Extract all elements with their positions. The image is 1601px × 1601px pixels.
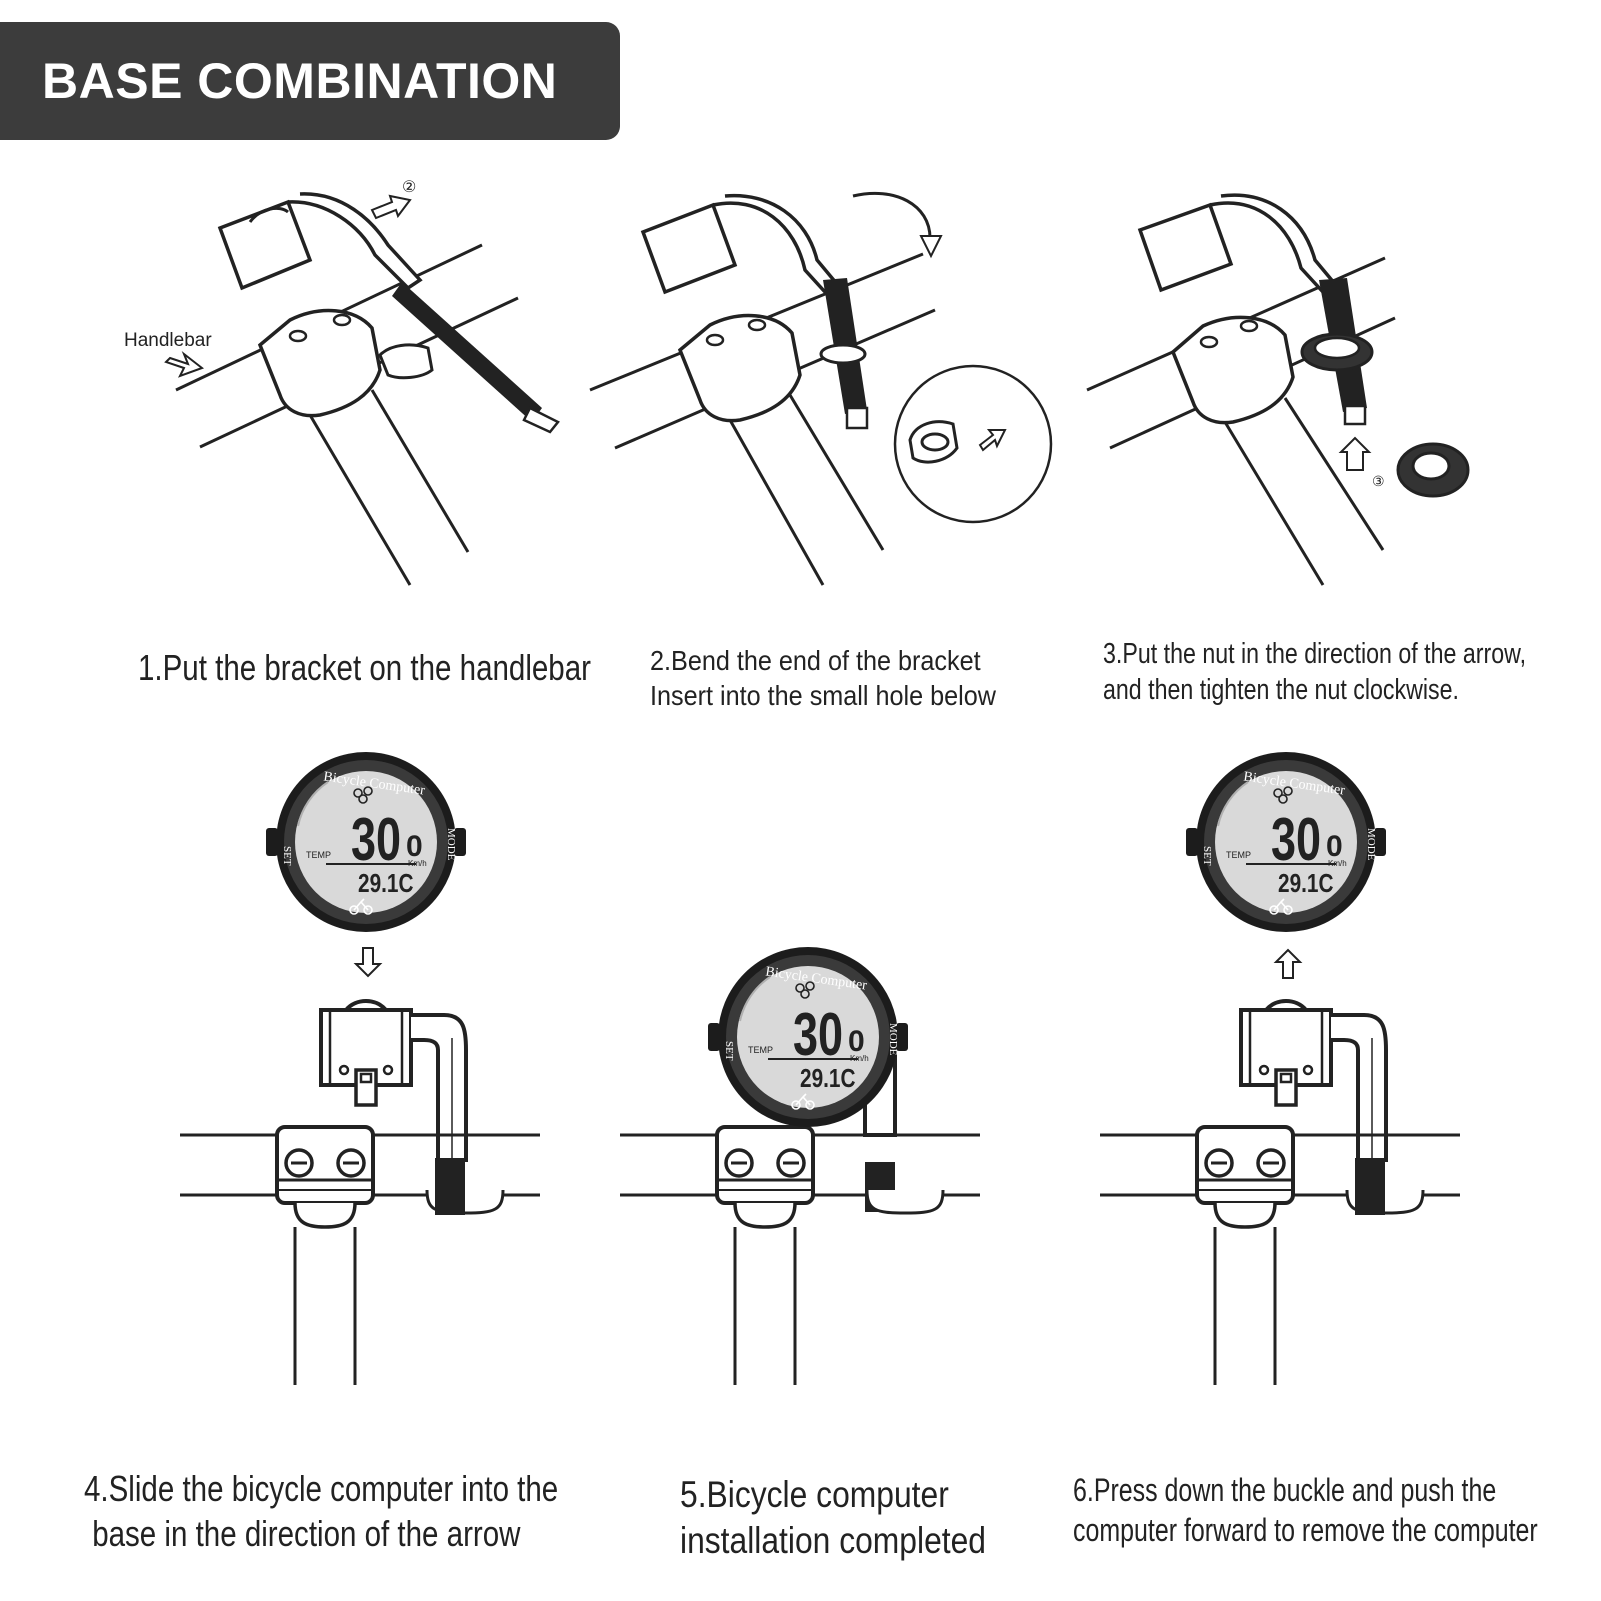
step-1-illustration: Handlebar ②	[124, 179, 560, 586]
svg-text:30: 30	[1271, 807, 1321, 874]
step-6-illustration: Bicycle Computer 30 0 Km/h TEMP 29.1C SE…	[1098, 751, 1462, 1387]
svg-text:30: 30	[793, 1002, 843, 1069]
page-title: BASE COMBINATION	[42, 53, 558, 109]
handlebar-label: Handlebar	[124, 330, 212, 351]
svg-text:TEMP: TEMP	[748, 1045, 773, 1055]
title-banner: BASE COMBINATION	[0, 22, 620, 140]
svg-text:MODE: MODE	[1365, 828, 1377, 861]
step-4-illustration: Bicycle Computer 30 0 Km/h TEMP 29.1C SE…	[178, 751, 542, 1387]
step-2-caption: 2.Bend the end of the bracket Insert int…	[650, 645, 996, 711]
svg-text:SET: SET	[281, 846, 293, 866]
svg-text:TEMP: TEMP	[1226, 850, 1251, 860]
svg-text:Km/h: Km/h	[850, 1054, 869, 1063]
svg-text:29.1C: 29.1C	[1278, 869, 1333, 898]
step-4-caption: 4.Slide the bicycle computer into the ba…	[84, 1468, 559, 1554]
step-5-caption: 5.Bicycle computer installation complete…	[680, 1474, 987, 1562]
svg-text:0: 0	[848, 1025, 865, 1058]
step-5-illustration: Bicycle Computer 30 0 Km/h TEMP 29.1C SE…	[618, 946, 982, 1387]
step-2-marker: ②	[402, 179, 416, 196]
step-6-caption: 6.Press down the buckle and push the com…	[1073, 1472, 1538, 1548]
svg-text:29.1C: 29.1C	[358, 869, 413, 898]
svg-text:29.1C: 29.1C	[800, 1064, 855, 1093]
svg-text:0: 0	[1326, 830, 1343, 863]
svg-text:TEMP: TEMP	[306, 850, 331, 860]
svg-text:SET: SET	[1201, 846, 1213, 866]
step-2-illustration	[589, 191, 1053, 586]
installed-bicycle-computer: Bicycle Computer 30 0 Km/h TEMP 29.1C SE…	[707, 946, 909, 1128]
svg-text:0: 0	[406, 830, 423, 863]
bicycle-computer-device: Bicycle Computer 30 0 Km/h TEMP 29.1C SE…	[265, 751, 467, 933]
svg-text:MODE: MODE	[445, 828, 457, 861]
svg-text:MODE: MODE	[887, 1023, 899, 1056]
svg-text:Km/h: Km/h	[1328, 859, 1347, 868]
step-3-caption: 3.Put the nut in the direction of the ar…	[1103, 638, 1527, 707]
svg-text:SET: SET	[723, 1041, 735, 1061]
step-3-marker: ③	[1372, 473, 1385, 489]
svg-text:30: 30	[351, 807, 401, 874]
svg-text:Km/h: Km/h	[408, 859, 427, 868]
removed-bicycle-computer: Bicycle Computer 30 0 Km/h TEMP 29.1C SE…	[1185, 751, 1387, 933]
step-1-caption: 1.Put the bracket on the handlebar	[138, 647, 591, 688]
step-3-illustration: ③	[1086, 193, 1470, 586]
